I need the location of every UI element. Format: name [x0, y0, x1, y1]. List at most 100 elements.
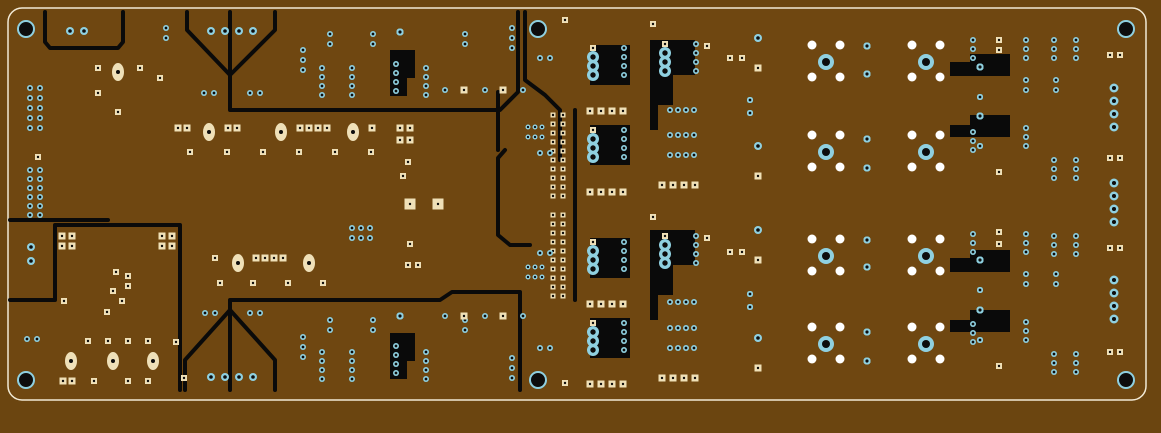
copper-trace: [43, 10, 125, 50]
mounting-hole: [17, 371, 35, 389]
pad-drill: [1052, 252, 1056, 256]
pad-drill: [350, 226, 354, 230]
pad-drill: [320, 75, 324, 79]
pad-drill: [551, 167, 555, 171]
pad-drill: [111, 359, 115, 363]
large-pad: [907, 266, 917, 276]
pad-drill: [1054, 88, 1058, 92]
pad-drill: [533, 275, 537, 279]
pad-drill: [551, 294, 555, 298]
pad-drill: [38, 177, 42, 181]
pad-drill: [590, 347, 596, 353]
pad-drill: [1024, 88, 1028, 92]
pad-drill: [676, 133, 680, 137]
pad-drill: [111, 289, 115, 293]
pad-drill: [351, 130, 355, 134]
pad-drill: [424, 350, 428, 354]
pad-drill: [971, 38, 975, 42]
pad-drill: [971, 139, 975, 143]
pad-drill: [662, 251, 668, 257]
pad-drill: [164, 26, 168, 30]
pad-drill: [978, 258, 982, 262]
pad-drill: [350, 236, 354, 240]
pad-drill: [671, 183, 675, 187]
pad-drill: [590, 54, 596, 60]
pad-drill: [822, 252, 830, 260]
pad-drill: [28, 86, 32, 90]
pad-drill: [60, 244, 64, 248]
pad-drill: [1024, 338, 1028, 342]
pad-drill: [997, 38, 1001, 42]
pad-drill: [320, 359, 324, 363]
pad-drill: [120, 299, 124, 303]
pad-drill: [1052, 243, 1056, 247]
pad-drill: [971, 232, 975, 236]
mounting-hole: [1117, 20, 1135, 38]
pad-drill: [170, 244, 174, 248]
pad-drill: [408, 138, 412, 142]
pad-drill: [561, 240, 565, 244]
pad-drill: [209, 375, 213, 379]
pad-drill: [551, 258, 555, 262]
pad-drill: [676, 300, 680, 304]
pad-drill: [1024, 329, 1028, 333]
pad-drill: [865, 238, 869, 242]
pad-drill: [251, 375, 255, 379]
pad-drill: [865, 359, 869, 363]
pad-drill: [822, 340, 830, 348]
pad-drill: [662, 50, 668, 56]
pad-drill: [521, 314, 525, 318]
pad-drill: [368, 236, 372, 240]
pad-drill: [1024, 47, 1028, 51]
pad-drill: [213, 311, 217, 315]
pad-drill: [1024, 78, 1028, 82]
pad-drill: [350, 84, 354, 88]
pad-drill: [551, 213, 555, 217]
pad-drill: [971, 56, 975, 60]
pad-drill: [394, 353, 398, 357]
large-pad: [807, 234, 817, 244]
pad-drill: [971, 148, 975, 152]
pad-drill: [668, 108, 672, 112]
pad-drill: [1118, 246, 1122, 250]
pad-drill: [369, 150, 373, 154]
large-pad: [807, 72, 817, 82]
pad-drill: [1074, 352, 1078, 356]
pad-drill: [209, 29, 213, 33]
pad-drill: [692, 153, 696, 157]
pad-drill: [301, 68, 305, 72]
pad-drill: [563, 18, 567, 22]
pad-drill: [610, 382, 614, 386]
pad-drill: [622, 137, 626, 141]
pad-drill: [510, 376, 514, 380]
pad-drill: [398, 30, 402, 34]
pad-drill: [316, 126, 320, 130]
pad-drill: [621, 190, 625, 194]
pad-drill: [28, 204, 32, 208]
pad-drill: [756, 366, 760, 370]
pad-drill: [1074, 252, 1078, 256]
pad-drill: [622, 348, 626, 352]
pad-drill: [540, 125, 544, 129]
pad-drill: [756, 144, 760, 148]
pad-drill: [548, 346, 552, 350]
pad-drill: [668, 133, 672, 137]
pad-drill: [599, 302, 603, 306]
pad-drill: [126, 284, 130, 288]
pad-drill: [28, 126, 32, 130]
pad-drill: [563, 381, 567, 385]
pad-drill: [997, 48, 1001, 52]
mounting-hole: [529, 20, 547, 38]
large-pad: [907, 162, 917, 172]
large-pad: [935, 266, 945, 276]
pad-drill: [610, 302, 614, 306]
pad-drill: [588, 109, 592, 113]
pad-drill: [38, 86, 42, 90]
pad-drill: [1024, 272, 1028, 276]
pad-drill: [540, 265, 544, 269]
copper-pour-region: [950, 115, 1010, 137]
pad-drill: [1052, 234, 1056, 238]
pad-drill: [978, 65, 982, 69]
pad-drill: [394, 80, 398, 84]
pad-drill: [671, 376, 675, 380]
